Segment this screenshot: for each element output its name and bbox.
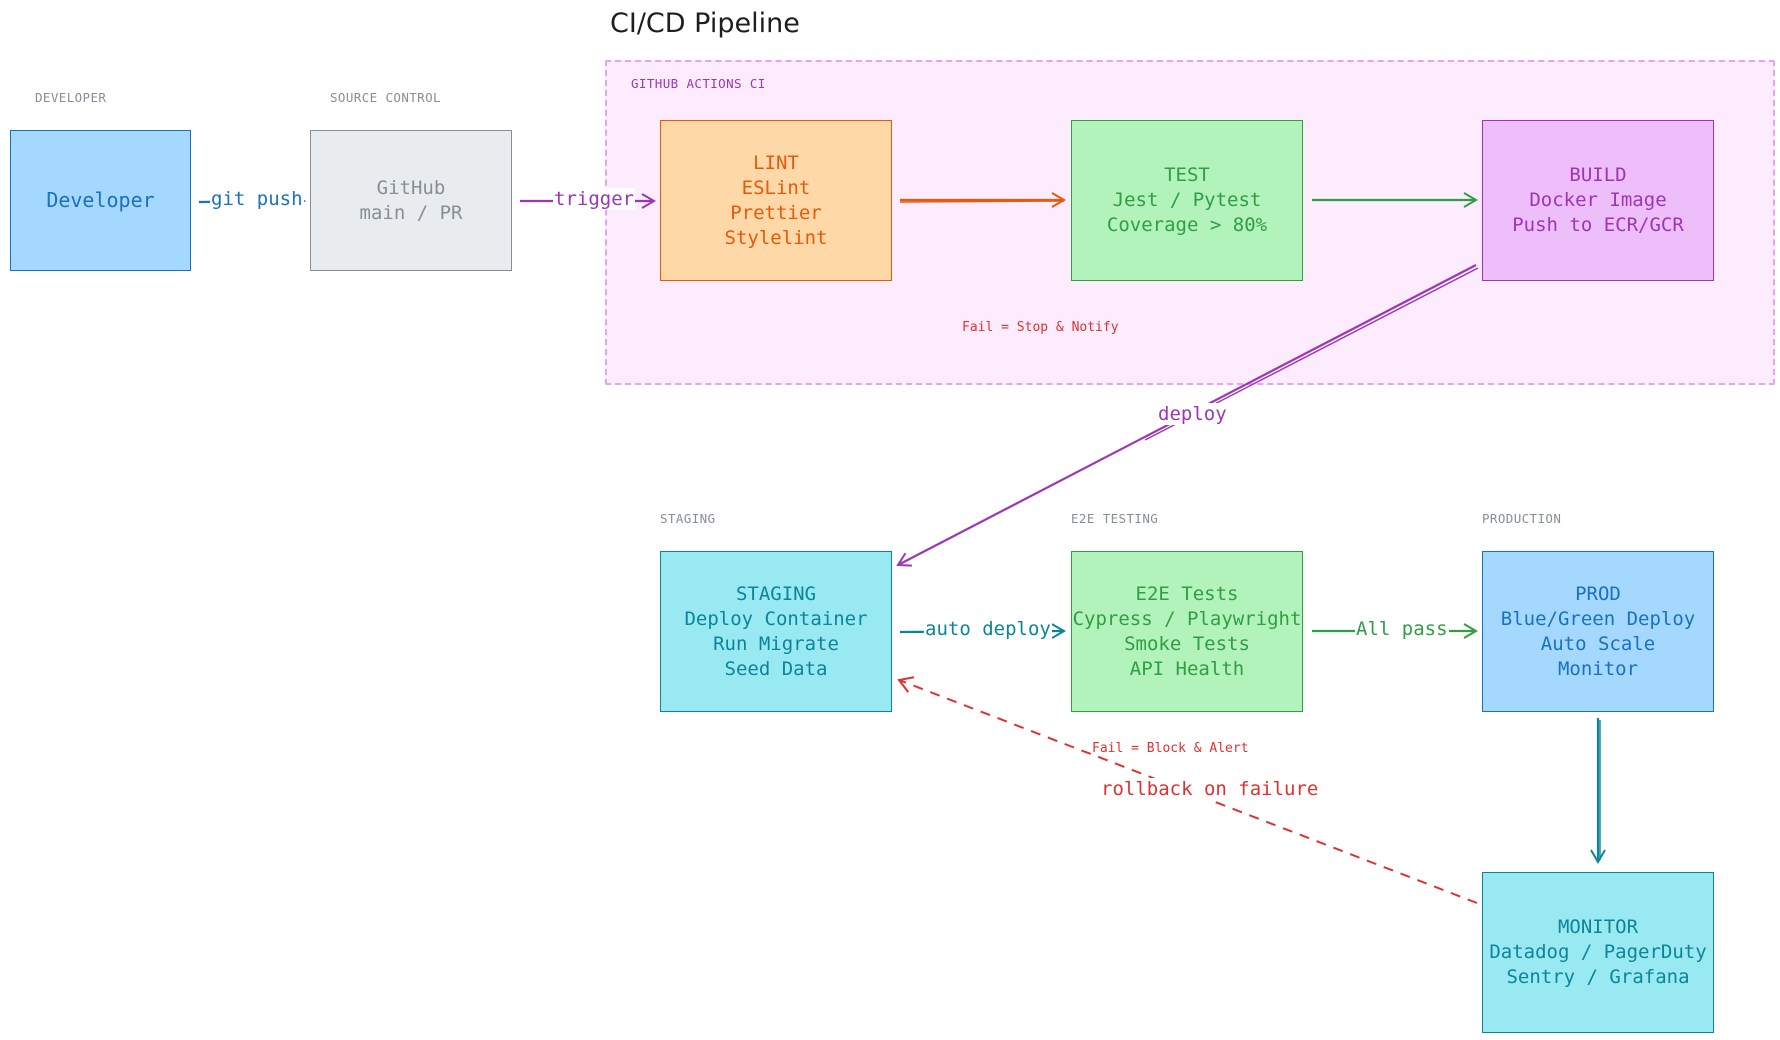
node-staging-line-1: STAGING xyxy=(735,582,817,605)
node-build-line-3: Push to ECR/GCR xyxy=(1512,214,1684,236)
node-test-line-1: TEST xyxy=(1164,164,1210,186)
node-test-line-3: Coverage > 80% xyxy=(1106,214,1268,236)
node-prod-line-2: Blue/Green Deploy xyxy=(1500,607,1696,630)
note-e2e-fail: Fail = Block & Alert xyxy=(1092,741,1249,756)
page-title: CI/CD Pipeline xyxy=(610,8,800,39)
node-lint-line-2: ESLint xyxy=(741,176,811,199)
node-build-line-1: BUILD xyxy=(1569,164,1627,186)
node-staging-line-2: Deploy Container xyxy=(684,607,868,630)
node-staging-line-4: Seed Data xyxy=(724,657,828,680)
edge-label-deploy: deploy xyxy=(1157,403,1228,425)
section-label-staging: STAGING xyxy=(660,511,716,526)
node-developer-line-1: Developer xyxy=(46,188,155,212)
node-github-line-1: GitHub xyxy=(376,176,446,199)
node-prod-line-3: Auto Scale xyxy=(1540,632,1656,655)
node-developer[interactable]: Developer xyxy=(10,130,191,271)
node-lint-line-1: LINT xyxy=(753,151,799,174)
node-monitor-line-2: Datadog / PagerDuty xyxy=(1489,941,1707,963)
node-e2e-line-4: API Health xyxy=(1129,657,1245,680)
section-label-source-control: SOURCE CONTROL xyxy=(330,90,441,105)
node-build-line-2: Docker Image xyxy=(1529,189,1667,211)
edge-prod-to-monitor xyxy=(1590,718,1606,864)
edge-label-trigger: trigger xyxy=(553,188,636,210)
node-staging-line-3: Run Migrate xyxy=(713,632,839,655)
node-e2e-line-1: E2E Tests xyxy=(1135,582,1239,605)
node-lint-line-4: Stylelint xyxy=(724,226,828,249)
section-label-production: PRODUCTION xyxy=(1482,511,1562,526)
node-e2e-line-3: Smoke Tests xyxy=(1124,632,1250,655)
edge-label-auto-deploy: auto deploy xyxy=(924,618,1052,640)
node-e2e-line-2: Cypress / Playwright xyxy=(1072,607,1302,630)
section-label-e2e: E2E TESTING xyxy=(1071,511,1159,526)
note-ci-fail: Fail = Stop & Notify xyxy=(962,320,1119,335)
edge-lint-to-test xyxy=(899,192,1066,208)
edge-label-all-pass: All pass xyxy=(1355,618,1449,640)
node-lint-line-3: Prettier xyxy=(730,201,822,224)
node-prod-line-1: PROD xyxy=(1575,582,1621,605)
section-label-developer: DEVELOPER xyxy=(35,90,107,105)
section-label-ci-group: GITHUB ACTIONS CI xyxy=(631,76,766,91)
edge-label-rollback: rollback on failure xyxy=(1100,778,1320,800)
node-monitor-line-1: MONITOR xyxy=(1557,916,1639,938)
edge-label-git-push: git push xyxy=(210,188,304,210)
node-prod-line-4: Monitor xyxy=(1557,657,1639,680)
node-monitor-line-3: Sentry / Grafana xyxy=(1506,966,1690,988)
node-test-line-2: Jest / Pytest xyxy=(1112,189,1262,211)
node-github-line-2: main / PR xyxy=(359,201,463,224)
